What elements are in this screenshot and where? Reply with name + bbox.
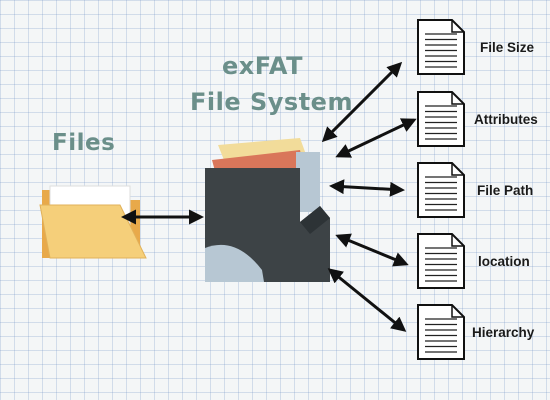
arrow-attributes [335, 118, 417, 158]
label-file-size: File Size [480, 40, 535, 55]
label-hierarchy: Hierarchy [472, 325, 535, 340]
arrow-hierarchy [327, 268, 407, 332]
document-icons [417, 19, 465, 360]
folder-icon [39, 185, 147, 259]
label-attributes: Attributes [474, 112, 538, 127]
diagram-title-line1: exFAT [222, 52, 303, 80]
arrow-location [335, 233, 409, 267]
document-icon [417, 304, 465, 360]
file-system-box-icon [205, 138, 330, 282]
attribute-arrows [321, 61, 417, 332]
arrow-file-path [329, 179, 405, 197]
document-icon [417, 19, 465, 75]
diagram-title-line2: File System [190, 88, 353, 116]
document-icon [417, 233, 465, 289]
label-file-path: File Path [477, 183, 534, 198]
document-icon [417, 91, 465, 147]
label-location: location [478, 254, 530, 269]
document-icon [417, 162, 465, 218]
files-label: Files [52, 130, 116, 156]
